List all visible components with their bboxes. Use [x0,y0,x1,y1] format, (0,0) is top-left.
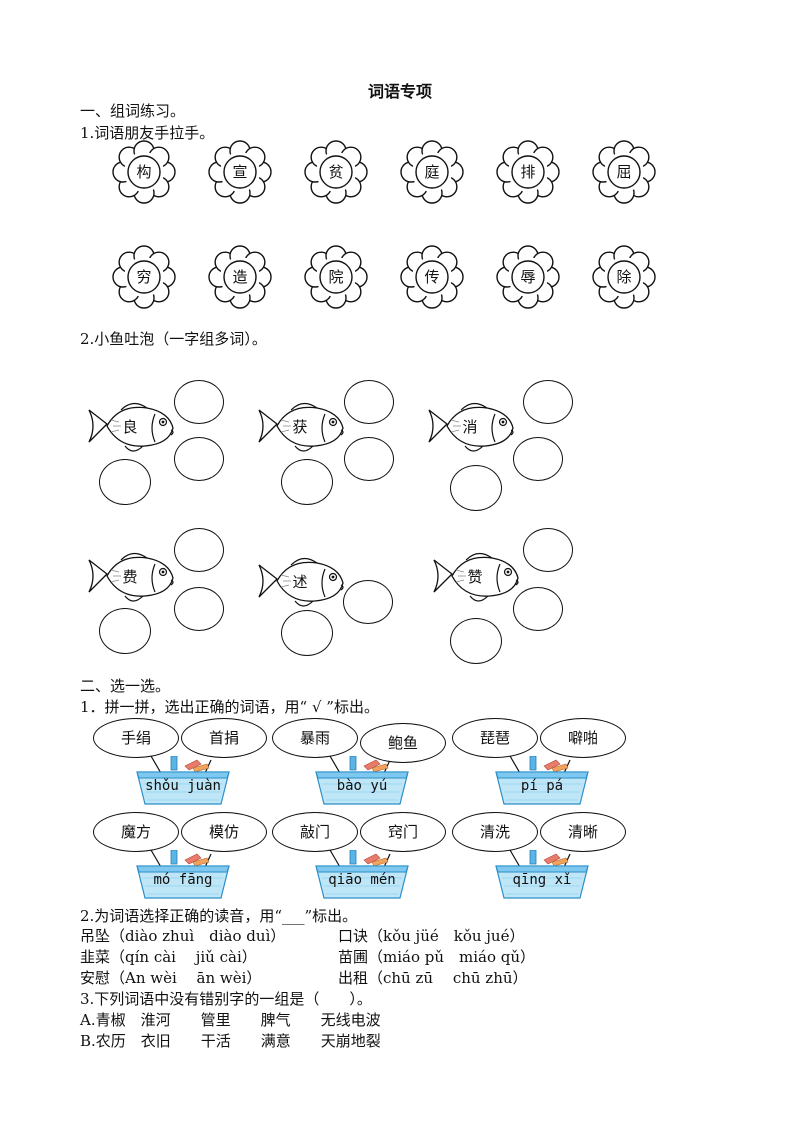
fish-5: 述 [255,553,351,613]
word-option-left[interactable]: 清洗 [452,812,538,852]
q1-label: 1.词语朋友手拉手。 [80,124,215,142]
flower-3: 院 [304,245,368,309]
basket-pinyin: pí pá [520,778,564,794]
fish-6: 赞 [430,548,526,608]
fish-char: 良 [122,418,138,436]
flower-2: 宣 [208,140,272,204]
answer-bubble[interactable] [523,528,573,572]
answer-bubble[interactable] [174,587,224,631]
section1-heading: 一、组词练习。 [80,102,186,120]
flower-char: 传 [424,268,440,286]
q2-line-3a: 安慰（An wèi ān wèi） [80,969,262,987]
answer-bubble[interactable] [343,580,393,624]
fish-1: 良 [85,398,181,458]
answer-bubble[interactable] [174,380,224,424]
fish-char: 费 [122,568,138,586]
word-option-left[interactable]: 魔方 [93,812,179,852]
section2-heading: 二、选一选。 [80,677,171,695]
answer-bubble[interactable] [281,610,333,656]
word-option-right[interactable]: 鲍鱼 [360,723,446,763]
basket-pinyin: shǒu juàn [145,778,221,794]
s2-q3-label: 3.下列词语中没有错别字的一组是（ ）。 [80,990,372,1008]
flower-2: 造 [208,245,272,309]
flower-char: 庭 [424,163,440,181]
answer-bubble[interactable] [450,465,502,511]
word-option-left[interactable]: 敲门 [272,812,358,852]
q3-option-a: A.青椒 淮河 管里 脾气 无线电波 [80,1011,381,1029]
basket-pinyin: qīng xǐ [512,872,572,888]
answer-bubble[interactable] [344,437,394,481]
flower-char: 辱 [520,268,536,286]
q2-label: 2.小鱼吐泡（一字组多词）。 [80,330,267,348]
answer-bubble[interactable] [281,459,333,505]
word-option-right[interactable]: 窍门 [360,812,446,852]
answer-bubble[interactable] [174,437,224,481]
q2-line-2b: 苗圃（miáo pǔ miáo qǔ） [338,948,536,966]
flower-char: 屈 [616,163,632,181]
word-option-right[interactable]: 首捐 [181,718,267,758]
q2-line-1a: 吊坠（diào zhuì diào duì） [80,927,286,945]
basket-pinyin: mó fāng [153,872,213,888]
s2-q2-label: 2.为词语选择正确的读音，用“___”标出。 [80,907,358,925]
flower-6: 屈 [592,140,656,204]
flower-char: 贫 [328,163,344,181]
q2-line-1b: 口诀（kǒu jüé kǒu jué） [338,927,525,945]
basket-pinyin: bào yú [336,778,388,794]
flower-5: 辱 [496,245,560,309]
flower-char: 造 [232,268,248,286]
fish-4: 费 [85,548,181,608]
basket-icon: shǒu juàn [135,756,231,806]
word-option-left[interactable]: 暴雨 [272,718,358,758]
basket-icon: qīng xǐ [494,850,590,900]
q2-line-2a: 韭菜（qín cài jiǔ cài） [80,948,257,966]
answer-bubble[interactable] [450,618,502,664]
word-option-right[interactable]: 噼啪 [540,718,626,758]
word-option-right[interactable]: 模仿 [181,812,267,852]
basket-icon: bào yú [314,756,410,806]
flower-1: 构 [112,140,176,204]
word-option-left[interactable]: 琵琶 [452,718,538,758]
fish-char: 消 [462,418,478,436]
answer-bubble[interactable] [513,437,563,481]
fish-char: 述 [292,573,308,591]
fish-char: 获 [292,418,308,436]
word-option-right[interactable]: 清晰 [540,812,626,852]
answer-bubble[interactable] [344,380,394,424]
basket-icon: mó fāng [135,850,231,900]
flower-char: 除 [616,268,632,286]
answer-bubble[interactable] [99,608,151,654]
q2-line-3b: 出租（chū zū chū zhū） [338,969,528,987]
flower-char: 院 [328,268,344,286]
fish-3: 消 [425,398,521,458]
answer-bubble[interactable] [523,380,573,424]
basket-icon: pí pá [494,756,590,806]
answer-bubble[interactable] [513,587,563,631]
flower-char: 宣 [232,163,248,181]
fish-char: 赞 [467,568,483,586]
flower-4: 庭 [400,140,464,204]
flower-1: 穷 [112,245,176,309]
s2-q1-label: 1．拼一拼，选出正确的词语，用“ √ ”标出。 [80,698,379,716]
flower-char: 构 [136,163,152,181]
flower-5: 排 [496,140,560,204]
basket-icon: qiāo mén [314,850,410,900]
flower-6: 除 [592,245,656,309]
answer-bubble[interactable] [99,459,151,505]
flower-char: 排 [520,163,536,181]
flower-char: 穷 [136,268,152,286]
word-option-left[interactable]: 手绢 [93,718,179,758]
flower-3: 贫 [304,140,368,204]
page-title: 词语专项 [367,82,432,101]
fish-2: 获 [255,398,351,458]
q3-option-b: B.农历 衣旧 干活 满意 天崩地裂 [80,1032,381,1050]
flower-4: 传 [400,245,464,309]
basket-pinyin: qiāo mén [328,872,396,888]
answer-bubble[interactable] [174,528,224,572]
